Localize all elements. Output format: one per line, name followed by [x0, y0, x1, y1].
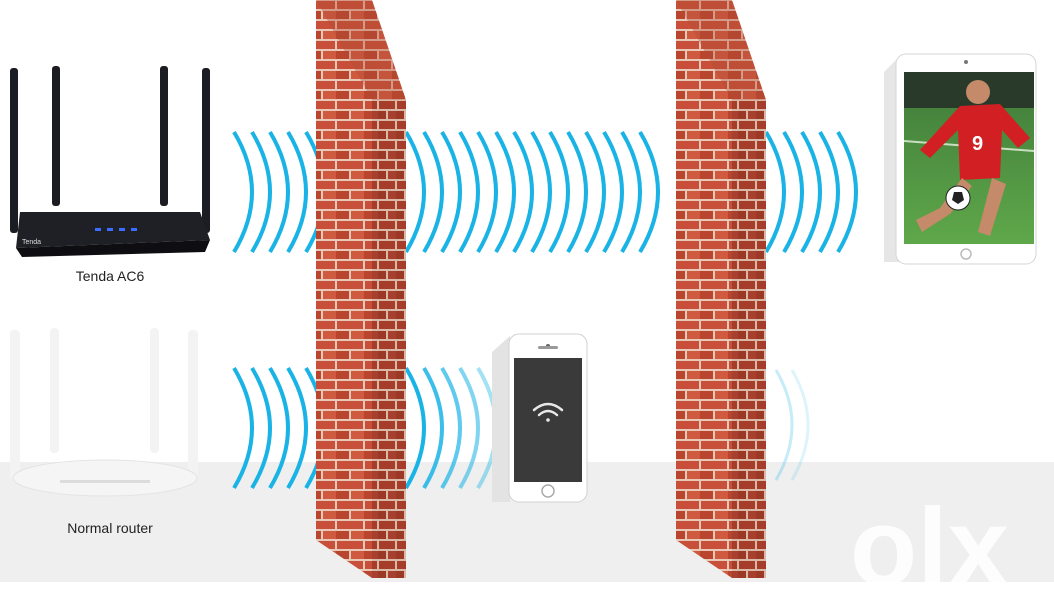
normal-router: [10, 328, 198, 497]
tablet-screen-photo: 9: [904, 80, 1034, 236]
router-brand-text: Tenda: [22, 239, 41, 246]
watermark-logo: olx: [850, 486, 1009, 600]
jersey-number: 9: [972, 133, 983, 155]
strong-waves-1: [232, 130, 326, 254]
normal-router-label: Normal router: [67, 520, 153, 536]
tenda-router: Tenda: [10, 66, 210, 257]
brick-wall-left: [316, 0, 406, 578]
wifi-icon: [532, 402, 564, 422]
tablet: 9: [884, 53, 1037, 265]
smartphone: [492, 333, 588, 503]
faded-waves: [774, 369, 810, 481]
tenda-router-label: Tenda AC6: [75, 268, 145, 284]
strong-waves-2: [404, 130, 660, 254]
brick-wall-right: [676, 0, 766, 578]
weak-waves-1: [232, 366, 326, 490]
strong-waves-3: [764, 130, 858, 254]
